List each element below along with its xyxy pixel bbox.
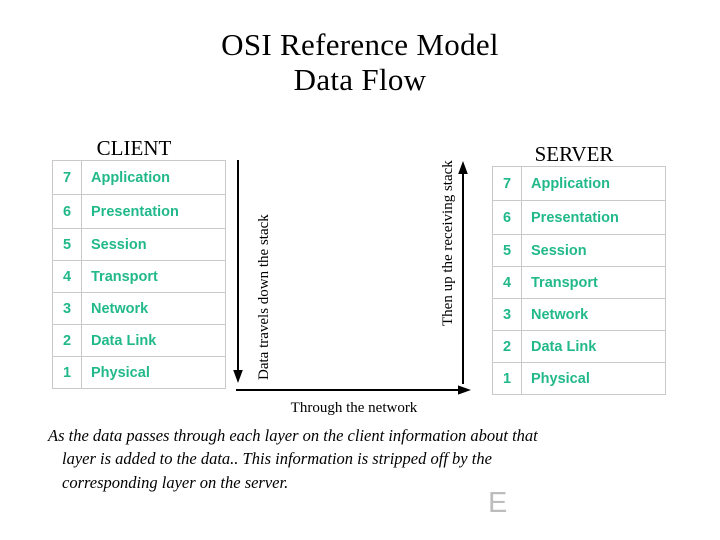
layer-name: Transport <box>521 266 666 299</box>
table-row: 6 Presentation <box>492 200 666 235</box>
table-row: 7 Application <box>52 160 226 195</box>
layer-name: Presentation <box>81 194 226 229</box>
description-line-1: As the data passes through each layer on… <box>48 426 538 445</box>
title-line-1: OSI Reference Model <box>221 27 499 62</box>
table-row: 3 Network <box>492 298 666 331</box>
table-row: 6 Presentation <box>52 194 226 229</box>
table-row: 1 Physical <box>52 356 226 389</box>
layer-number: 6 <box>52 194 82 229</box>
layer-number: 2 <box>52 324 82 357</box>
arrow-right-icon <box>236 385 471 395</box>
description-paragraph: As the data passes through each layer on… <box>48 424 688 494</box>
data-travels-down-caption: Data travels down the stack <box>256 214 272 380</box>
layer-number: 2 <box>492 330 522 363</box>
layer-name: Data Link <box>81 324 226 357</box>
table-row: 5 Session <box>492 234 666 267</box>
arrow-up-icon <box>458 161 468 384</box>
then-up-receiving-caption: Then up the receiving stack <box>440 160 456 326</box>
layer-name: Application <box>521 166 666 201</box>
layer-name: Physical <box>81 356 226 389</box>
table-row: 3 Network <box>52 292 226 325</box>
layer-name: Application <box>81 160 226 195</box>
layer-name: Session <box>521 234 666 267</box>
layer-number: 4 <box>52 260 82 293</box>
description-line-3: corresponding layer on the server. <box>62 472 289 492</box>
layer-number: 1 <box>52 356 82 389</box>
layer-number: 5 <box>492 234 522 267</box>
layer-name: Data Link <box>521 330 666 363</box>
table-row: 1 Physical <box>492 362 666 395</box>
layer-number: 7 <box>492 166 522 201</box>
layer-number: 1 <box>492 362 522 395</box>
layer-name: Physical <box>521 362 666 395</box>
layer-number: 4 <box>492 266 522 299</box>
layer-number: 3 <box>52 292 82 325</box>
layer-name: Network <box>521 298 666 331</box>
table-row: 7 Application <box>492 166 666 201</box>
title-line-2: Data Flow <box>293 61 427 97</box>
layer-number: 5 <box>52 228 82 261</box>
client-osi-stack-table: 7 Application 6 Presentation 5 Session 4… <box>52 160 226 389</box>
table-row: 4 Transport <box>52 260 226 293</box>
layer-number: 7 <box>52 160 82 195</box>
client-heading: CLIENT <box>96 136 172 160</box>
table-row: 4 Transport <box>492 266 666 299</box>
table-row: 2 Data Link <box>52 324 226 357</box>
layer-number: 6 <box>492 200 522 235</box>
page-title: OSI Reference Model Data Flow <box>0 27 720 97</box>
layer-name: Transport <box>81 260 226 293</box>
layer-name: Network <box>81 292 226 325</box>
server-osi-stack-table: 7 Application 6 Presentation 5 Session 4… <box>492 166 666 395</box>
table-row: 2 Data Link <box>492 330 666 363</box>
layer-number: 3 <box>492 298 522 331</box>
arrow-down-icon <box>233 160 243 383</box>
layer-name: Session <box>81 228 226 261</box>
server-heading: SERVER <box>534 142 614 166</box>
through-the-network-label: Through the network <box>290 400 418 416</box>
description-line-2: layer is added to the data.. This inform… <box>62 449 492 469</box>
table-row: 5 Session <box>52 228 226 261</box>
watermark-glyph: E <box>488 487 509 519</box>
layer-name: Presentation <box>521 200 666 235</box>
